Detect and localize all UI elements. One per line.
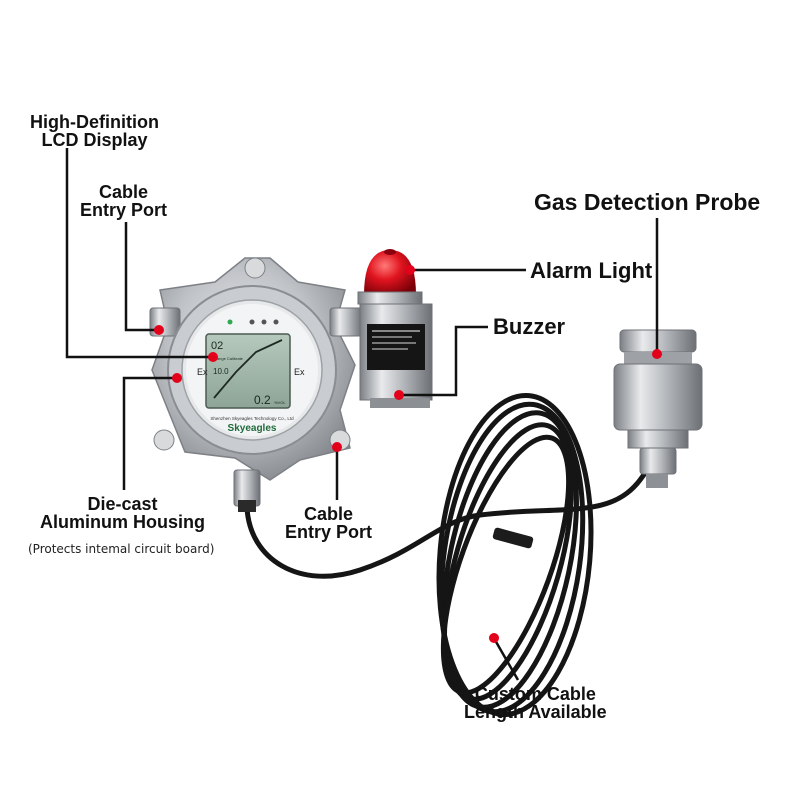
screen-unit: %VOL [274, 400, 286, 405]
alarm-buzzer-unit [357, 249, 433, 408]
callout-dot-icon [208, 352, 218, 362]
label-cable-port-bottom-line2: Entry Port [285, 522, 373, 542]
screen-caption: Range Calibrate [214, 356, 244, 361]
label-housing-line2: Aluminum Housing [40, 512, 205, 532]
screen-reading-mid: 10.0 [213, 367, 229, 376]
brand-logo: Skyeagles [228, 423, 277, 434]
label-lcd-display: High-Definition LCD Display [30, 113, 159, 149]
label-custom-cable-line1: Custom Cable [474, 684, 596, 704]
label-custom-cable: Custom Cable Length Available [464, 685, 607, 721]
callout-dots [154, 265, 662, 643]
label-buzzer: Buzzer [493, 316, 565, 338]
main-housing: 02 10.0 0.2 Range Calibrate %VOL Ex Ex S… [149, 257, 363, 512]
label-housing-line1: Die-cast [87, 494, 158, 514]
label-alarm-light: Alarm Light [530, 260, 652, 282]
cable-tie [492, 527, 534, 549]
label-cable-port-top-line2: Entry Port [80, 200, 168, 220]
callout-dot-icon [172, 373, 182, 383]
ex-mark-right: Ex [294, 367, 305, 377]
label-gas-probe-text: Gas Detection Probe [534, 189, 761, 215]
status-led-icon [261, 319, 267, 325]
label-alarm-light-text: Alarm Light [530, 258, 653, 283]
status-led-icon [227, 319, 233, 325]
status-led-icon [273, 319, 279, 325]
callout-dot-icon [489, 633, 499, 643]
label-gas-detection-probe: Gas Detection Probe [534, 191, 760, 214]
label-cable-entry-port-bottom: Cable Entry Port [285, 505, 372, 541]
label-lcd-line2: LCD Display [41, 130, 148, 150]
label-die-cast-housing: Die-cast Aluminum Housing [40, 495, 205, 531]
label-cable-port-top-line1: Cable [98, 182, 149, 202]
label-cable-port-bottom-line1: Cable [303, 504, 354, 524]
label-buzzer-text: Buzzer [493, 314, 566, 339]
label-lcd-line1: High-Definition [30, 112, 159, 132]
callout-dot-icon [154, 325, 164, 335]
screen-reading-bottom: 0.2 [254, 393, 271, 407]
callout-dot-icon [394, 390, 404, 400]
label-custom-cable-line2: Length Available [464, 702, 607, 722]
callout-dot-icon [332, 442, 342, 452]
screen-reading-top: 02 [211, 340, 223, 352]
ex-mark-left: Ex [197, 367, 208, 377]
callout-leader-line [65, 148, 659, 681]
label-cable-entry-port-top: Cable Entry Port [80, 183, 167, 219]
callout-dot-icon [405, 265, 415, 275]
company-name: Shenzhen Skyeagles Technology Co., Ltd [210, 416, 294, 421]
status-led-icon [249, 319, 255, 325]
cable-coil [244, 392, 660, 718]
callout-dot-icon [652, 349, 662, 359]
label-housing-note: (Protects intemal circuit board) [28, 542, 215, 556]
